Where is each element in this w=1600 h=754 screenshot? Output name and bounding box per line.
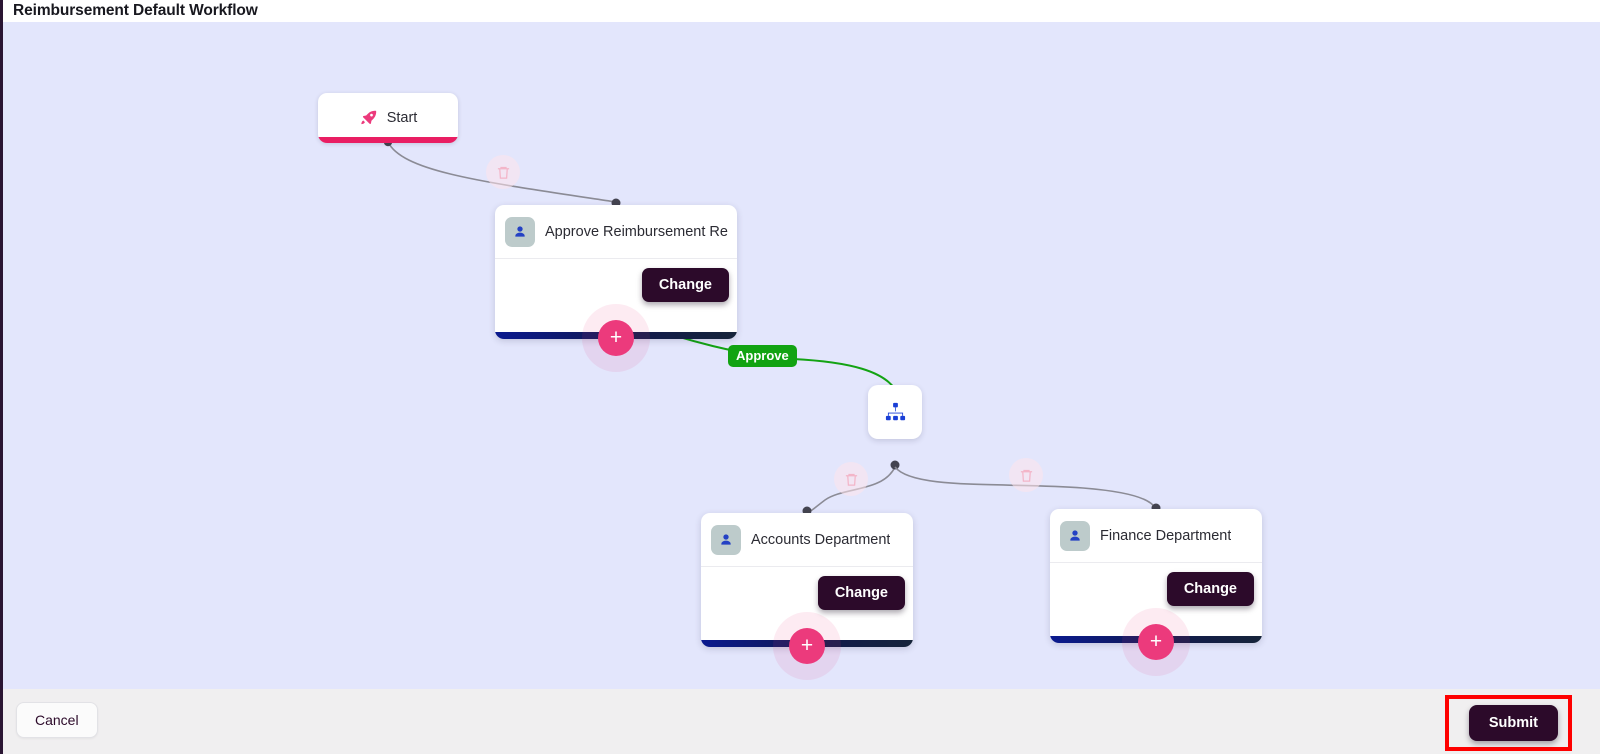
trash-icon: [497, 166, 509, 179]
edge-dot-branch-out: [890, 460, 900, 470]
start-node-label: Start: [386, 110, 418, 126]
hierarchy-icon: [885, 402, 905, 420]
rocket-icon: [360, 110, 376, 124]
task-card-body: Change: [701, 567, 913, 625]
node-finance-department[interactable]: Finance Department Change: [1050, 509, 1262, 643]
task-title: Accounts Department: [751, 532, 891, 548]
add-node-button-approve[interactable]: +: [598, 320, 634, 356]
user-avatar: [1060, 521, 1090, 551]
trash-icon: [1020, 469, 1032, 482]
plus-icon: +: [800, 633, 814, 657]
submit-highlight-box: Submit: [1444, 695, 1572, 751]
task-title: Approve Reimbursement Re: [545, 224, 728, 240]
user-icon: [515, 226, 525, 237]
task-card-header: Accounts Department: [701, 513, 913, 567]
workflow-canvas[interactable]: Approve Start Approve Reimbursement Re: [3, 22, 1600, 689]
edge-label-approve[interactable]: Approve: [728, 345, 797, 367]
add-node-button-accounts[interactable]: +: [789, 628, 825, 664]
plus-icon: +: [1149, 629, 1163, 653]
user-avatar: [711, 525, 741, 555]
task-card-header: Approve Reimbursement Re: [495, 205, 737, 259]
task-card-body: Change: [1050, 563, 1262, 621]
change-button[interactable]: Change: [817, 576, 905, 610]
user-icon: [721, 534, 731, 545]
edge-delete-start-to-approve[interactable]: [486, 155, 520, 189]
trash-icon: [845, 473, 857, 486]
user-avatar: [505, 217, 535, 247]
page-title: Reimbursement Default Workflow: [13, 2, 258, 19]
task-title: Finance Department: [1100, 528, 1232, 544]
change-button[interactable]: Change: [1166, 572, 1254, 606]
page-header: Reimbursement Default Workflow: [3, 0, 1600, 22]
node-approve-reimbursement[interactable]: Approve Reimbursement Re Change: [495, 205, 737, 339]
cancel-button[interactable]: Cancel: [16, 702, 98, 738]
node-accounts-department[interactable]: Accounts Department Change: [701, 513, 913, 647]
node-branch[interactable]: [868, 385, 922, 439]
change-button[interactable]: Change: [641, 268, 729, 302]
edge-delete-branch-to-accounts[interactable]: [834, 462, 868, 496]
user-icon: [1070, 530, 1080, 541]
task-card-header: Finance Department: [1050, 509, 1262, 563]
plus-icon: +: [609, 325, 623, 349]
add-node-button-finance[interactable]: +: [1138, 624, 1174, 660]
task-card-body: Change: [495, 259, 737, 317]
submit-button[interactable]: Submit: [1468, 705, 1558, 741]
node-start[interactable]: Start: [318, 93, 458, 143]
footer-bar: Cancel Submit: [3, 689, 1600, 754]
edge-delete-branch-to-finance[interactable]: [1009, 458, 1043, 492]
